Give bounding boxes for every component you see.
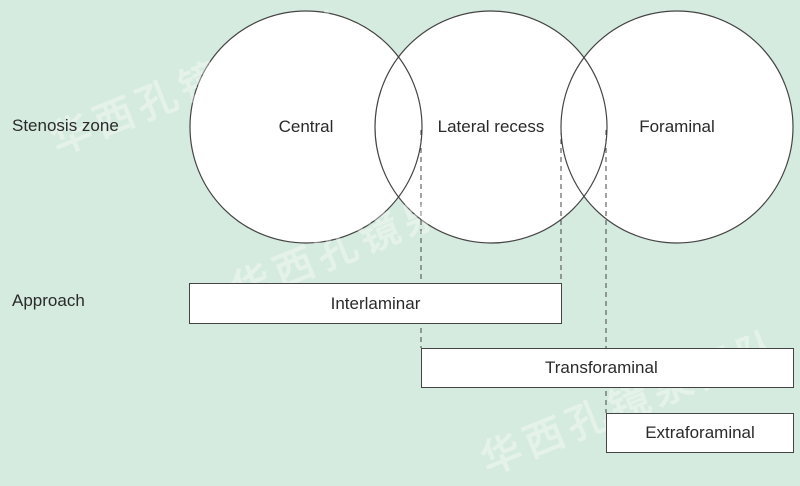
zone-circle-central-fill	[190, 11, 422, 243]
venn-diagram	[189, 10, 794, 413]
zone-circle-foraminal	[560, 10, 794, 244]
zone-label-foraminal: Foraminal	[639, 117, 715, 136]
zone-circle-lateral-recess-fill	[375, 11, 607, 243]
zone-label-lateral-recess: Lateral recess	[437, 117, 545, 136]
zone-label-central: Central	[278, 117, 334, 136]
zone-circle-foraminal-fill	[561, 11, 793, 243]
approach-interlaminar: Interlaminar	[189, 283, 562, 324]
approach-extraforaminal: Extraforaminal	[606, 413, 794, 453]
zone-circle-central	[189, 10, 423, 244]
zone-circle-lateral-recess	[374, 10, 608, 244]
approach-transforaminal: Transforaminal	[421, 348, 794, 388]
approach-label: Approach	[12, 291, 85, 310]
stenosis-zone-label: Stenosis zone	[12, 116, 119, 135]
diagram-canvas	[189, 10, 794, 413]
